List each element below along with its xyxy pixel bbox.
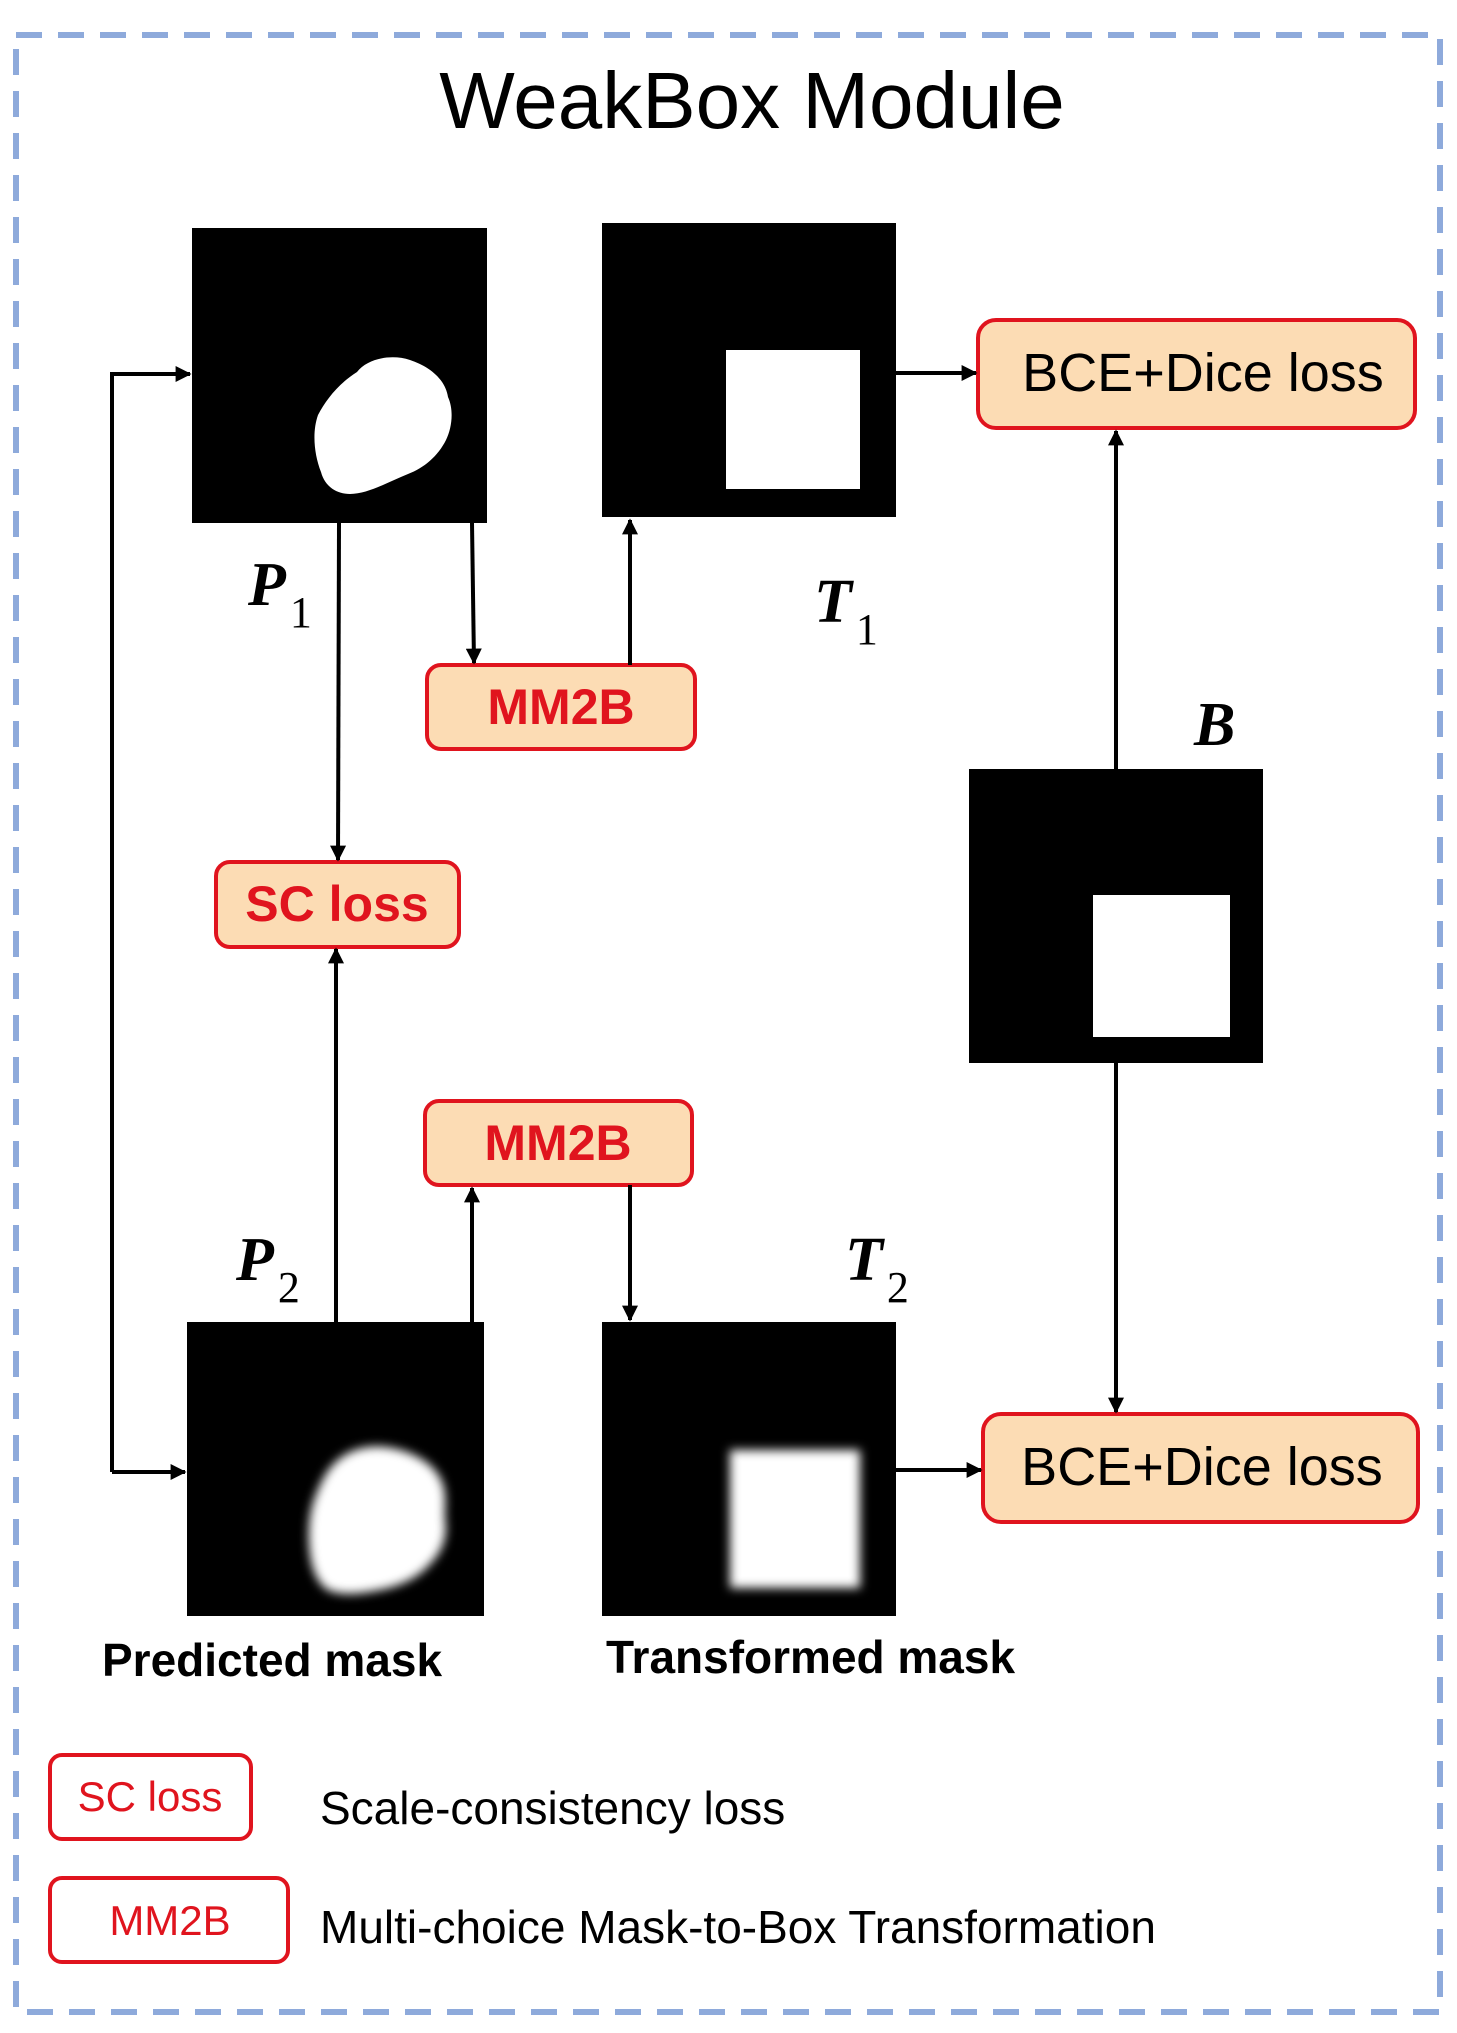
bce-loss-top-box: BCE+Dice loss (976, 318, 1417, 430)
bce-loss-top-label: BCE+Dice loss (1022, 343, 1384, 403)
mm2b-bottom-box: MM2B (423, 1099, 694, 1187)
diagram-title: WeakBox Module (439, 56, 1065, 145)
mask-t2 (602, 1322, 896, 1616)
legend-desc-sc-loss: Scale-consistency loss (320, 1782, 785, 1834)
sc-loss-label: SC loss (245, 876, 428, 932)
caption-predicted: Predicted mask (102, 1634, 442, 1686)
legend-item-sc-loss: SC loss Scale-consistency loss (48, 1753, 785, 1841)
label-t2: T2 (845, 1226, 909, 1312)
mm2b-top-label: MM2B (487, 679, 634, 735)
legend-desc-mm2b: Multi-choice Mask-to-Box Transformation (320, 1901, 1156, 1953)
module-frame (13, 32, 1443, 2015)
mm2b-top-box: MM2B (425, 663, 697, 751)
arrow-p1-to-sc-loss (330, 522, 347, 862)
sc-loss-box: SC loss (214, 860, 461, 949)
legend-key-sc-loss: SC loss (78, 1773, 223, 1820)
mm2b-bottom-label: MM2B (484, 1115, 631, 1171)
mask-p2 (187, 1322, 484, 1616)
label-b: B (1193, 691, 1235, 759)
legend-key-mm2b: MM2B (109, 1897, 230, 1944)
arrow-p1-to-mm2b (465, 522, 482, 665)
mask-b (969, 769, 1263, 1063)
bce-loss-bottom-box: BCE+Dice loss (981, 1412, 1420, 1524)
legend: SC loss Scale-consistency loss MM2B Mult… (48, 1753, 1156, 1964)
legend-item-mm2b: MM2B Multi-choice Mask-to-Box Transforma… (48, 1876, 1156, 1964)
bce-loss-bottom-label: BCE+Dice loss (1021, 1437, 1383, 1497)
caption-transformed: Transformed mask (606, 1631, 1015, 1683)
mask-t1 (602, 223, 896, 517)
label-t1: T1 (814, 568, 878, 654)
label-p2: P2 (235, 1226, 300, 1312)
arrow-input-to-p1 (110, 366, 192, 1472)
label-p1: P1 (247, 551, 312, 637)
mask-p1 (192, 228, 487, 523)
